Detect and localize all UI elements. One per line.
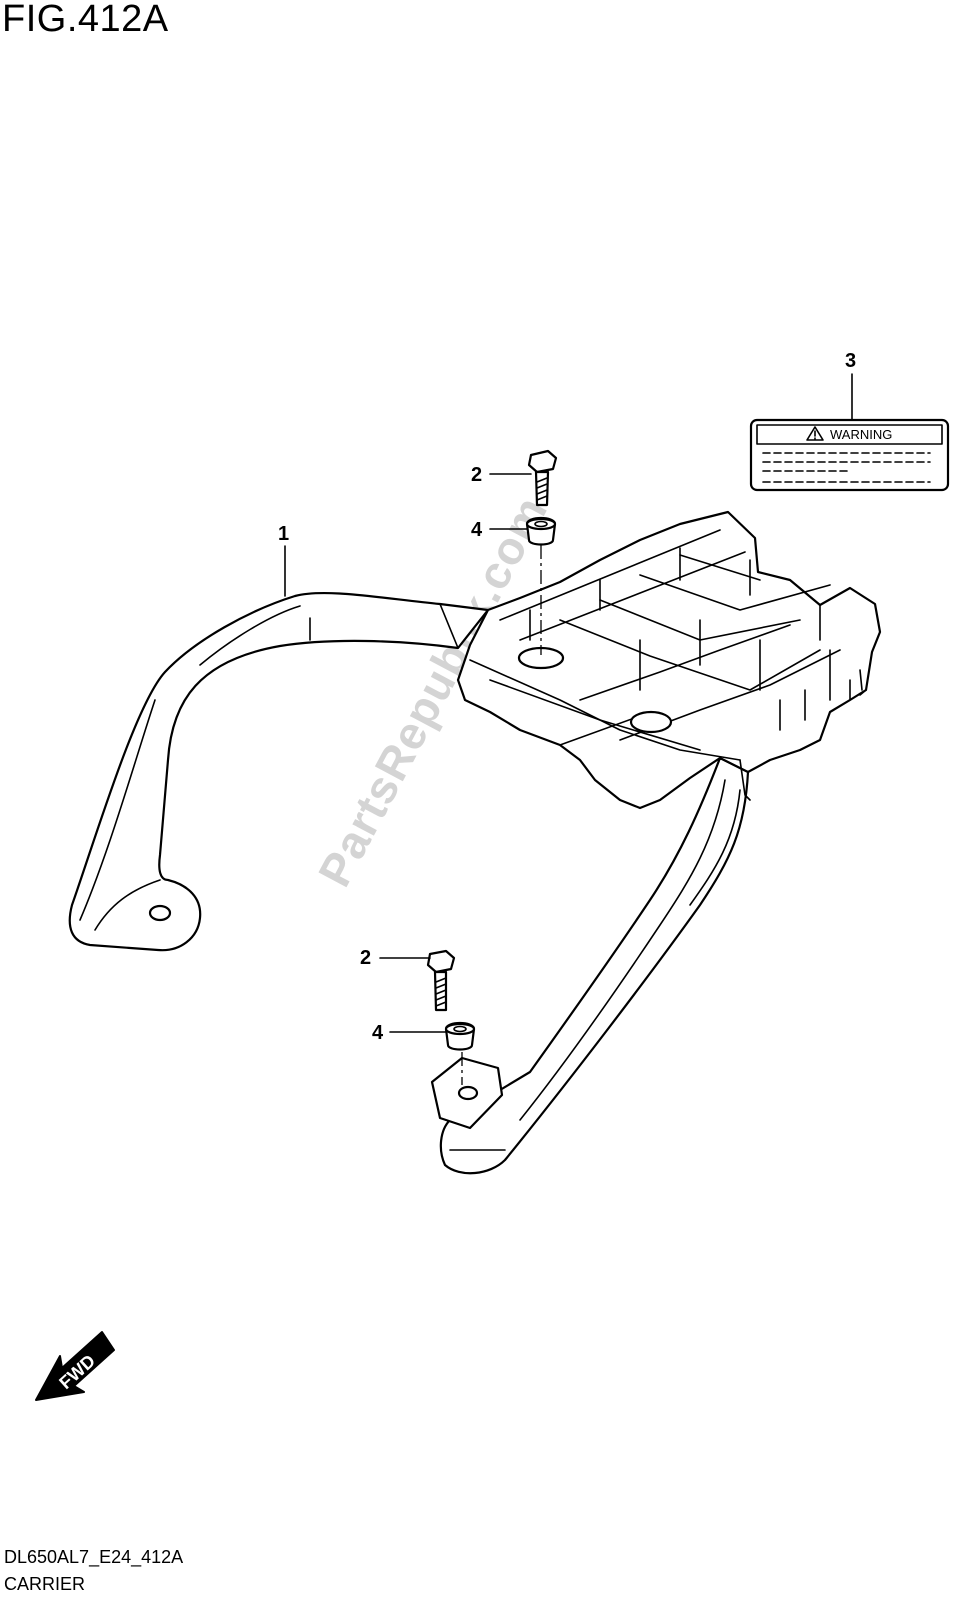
callout-1-number: 1 — [278, 523, 289, 545]
bolt-top — [527, 449, 558, 507]
figure-title: FIG.412A — [2, 0, 169, 40]
bolt-bottom — [426, 949, 456, 1012]
callout-2-bottom: 2 — [360, 947, 431, 969]
callout-4-bottom-number: 4 — [372, 1022, 384, 1044]
callout-2-bottom-number: 2 — [360, 947, 371, 969]
figure-name: CARRIER — [4, 1574, 86, 1594]
carrier-frame — [68, 510, 882, 1175]
callout-2-top-number: 2 — [471, 464, 482, 486]
fwd-arrow-icon — [35, 1331, 115, 1401]
carrier-left-arm — [68, 591, 490, 952]
callout-2-top: 2 — [471, 464, 532, 486]
carrier-right-rail — [439, 756, 750, 1175]
callout-3: 3 — [845, 350, 856, 421]
callout-4-top: 4 — [471, 519, 528, 541]
carrier-rack-plate — [456, 510, 882, 810]
warning-label-heading: WARNING — [830, 427, 892, 442]
rack-bolt-hole-rear — [629, 710, 673, 734]
warning-label: WARNING — [749, 418, 950, 492]
warning-triangle-icon — [806, 426, 824, 441]
callout-3-number: 3 — [845, 350, 856, 372]
forward-direction-arrow: FWD — [35, 1331, 115, 1401]
figure-code: DL650AL7_E24_412A — [4, 1547, 184, 1567]
left-arm-mount-hole — [148, 904, 172, 922]
washer-top — [525, 516, 557, 546]
callout-1: 1 — [278, 523, 289, 597]
callout-4-top-number: 4 — [471, 519, 483, 541]
washer-bottom — [444, 1021, 476, 1051]
right-rail-mount-hole — [457, 1085, 479, 1101]
callout-4-bottom: 4 — [372, 1022, 447, 1044]
